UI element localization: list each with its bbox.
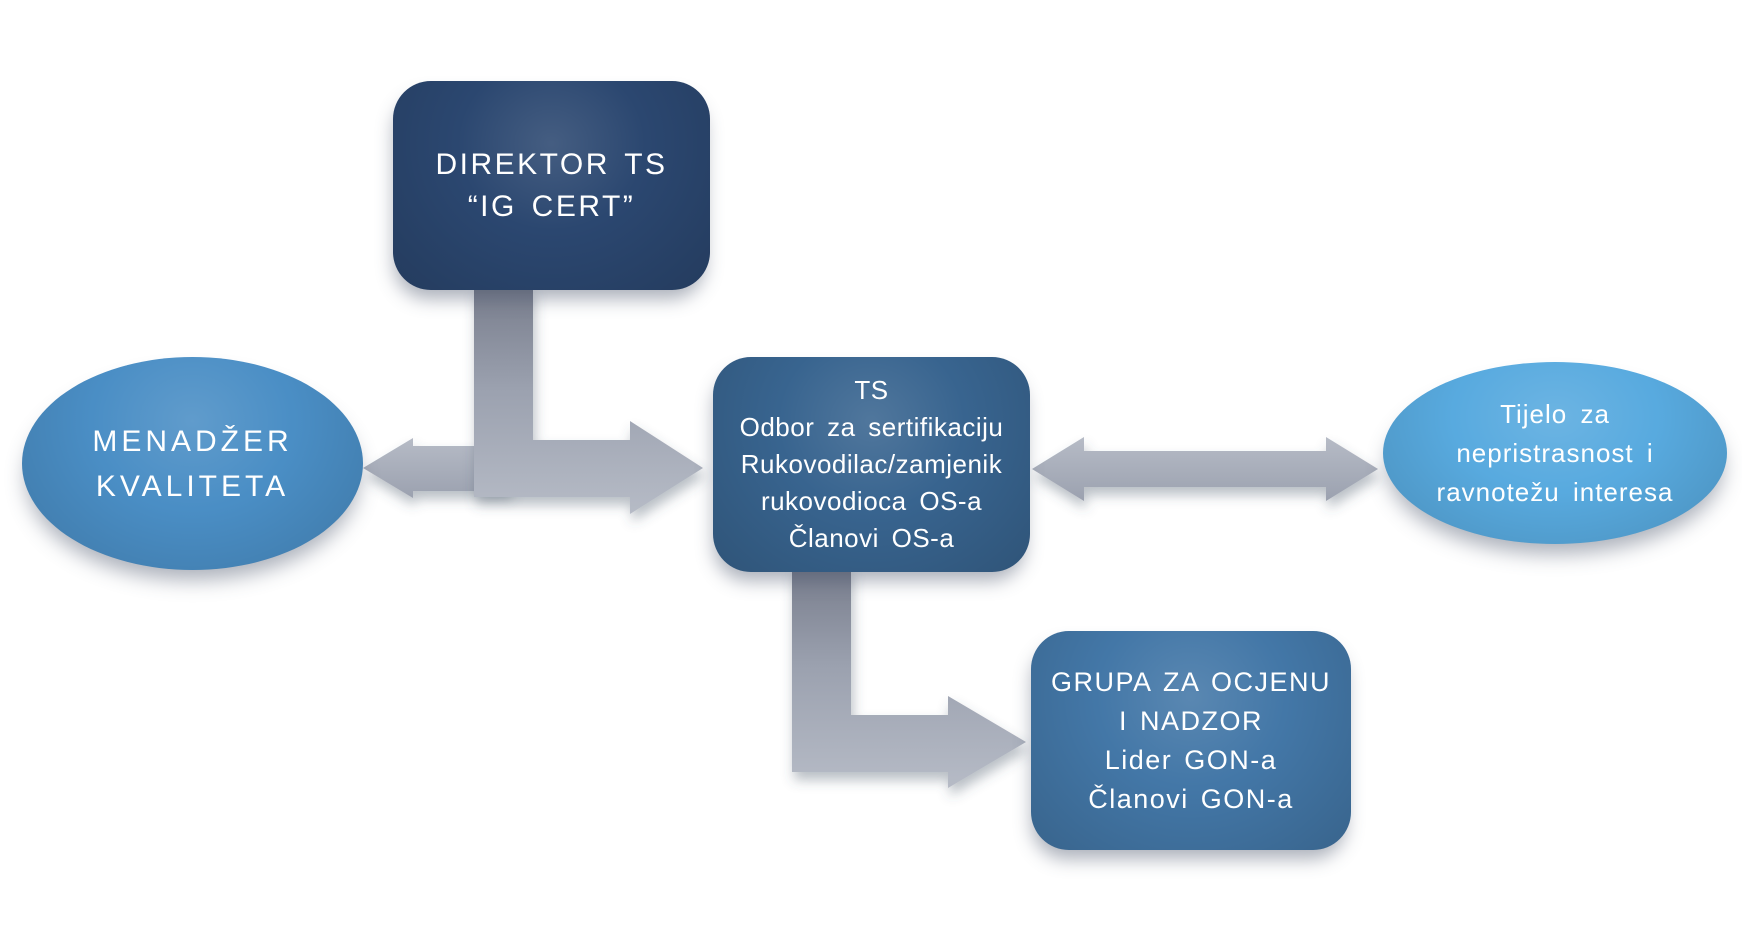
arrow-to-menadzer: [363, 438, 510, 498]
arrow-ts-to-gon: [792, 566, 1026, 788]
node-menadzer-kvaliteta: MENADŽER KVALITETA: [22, 357, 363, 570]
node-direktor-ts: DIREKTOR TS “IG CERT”: [393, 81, 710, 290]
node-ts-odbor-label: TS Odbor za sertifikaciju Rukovodilac/za…: [739, 375, 1004, 553]
node-tijelo-nepristrasnost: Tijelo za nepristrasnost i ravnotežu int…: [1383, 362, 1727, 544]
node-ts-odbor: TS Odbor za sertifikaciju Rukovodilac/za…: [713, 357, 1030, 572]
node-grupa-ocjena-nadzor-label: GRUPA ZA OCJENU I NADZOR Lider GON-a Čla…: [1050, 666, 1332, 814]
node-grupa-ocjena-nadzor: GRUPA ZA OCJENU I NADZOR Lider GON-a Čla…: [1031, 631, 1351, 850]
arrow-direktor-to-ts: [474, 286, 703, 514]
node-menadzer-kvaliteta-label: MENADŽER KVALITETA: [92, 424, 293, 503]
arrow-ts-tijelo-double: [1032, 437, 1378, 501]
node-direktor-ts-label: DIREKTOR TS “IG CERT”: [435, 147, 668, 223]
node-tijelo-nepristrasnost-label: Tijelo za nepristrasnost i ravnotežu int…: [1436, 398, 1674, 507]
